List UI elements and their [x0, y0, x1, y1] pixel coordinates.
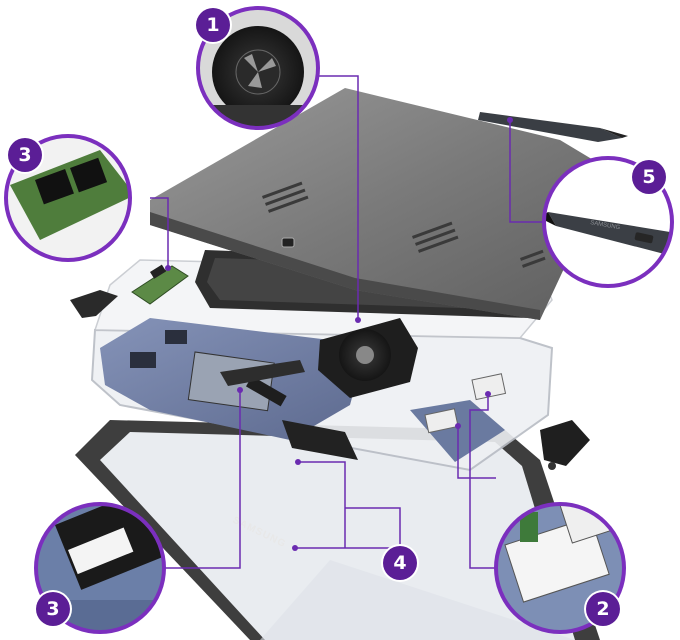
touch-screen-panel — [75, 420, 600, 640]
zoom-fan — [196, 6, 320, 130]
bracket-left — [70, 290, 118, 318]
leader-dots — [165, 117, 513, 551]
callout-badge-stylus: 5 — [632, 160, 666, 194]
cooling-fan — [318, 318, 418, 398]
callout-badge-ssd: 3 — [8, 138, 42, 172]
callout-badge-wireless-card: 2 — [586, 592, 620, 626]
leader-lines — [150, 75, 545, 569]
bracket-right — [540, 420, 590, 470]
callout-badge-memory: 3 — [36, 592, 70, 626]
stylus-brand-label: SAMSUNG — [590, 220, 621, 231]
ssd-module — [131, 264, 189, 305]
back-cover — [150, 88, 610, 320]
heatsink — [220, 360, 358, 460]
stylus-pen — [478, 112, 628, 142]
callout-badge-fan: 1 — [196, 8, 230, 42]
callout-badge-heatsink: 4 — [383, 546, 417, 580]
